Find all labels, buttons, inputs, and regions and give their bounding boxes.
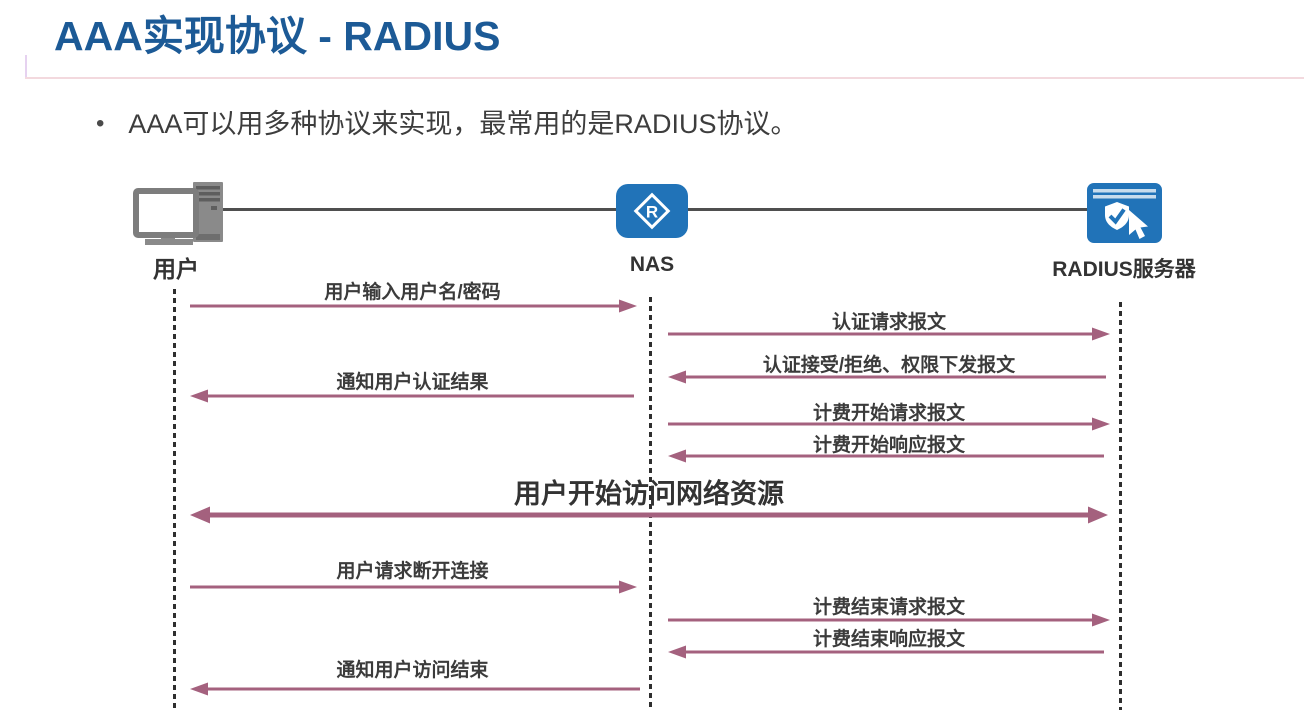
page-title: AAA实现协议 - RADIUS: [54, 13, 501, 59]
msg-label-auth-accept-reject: 认证接受/拒绝、权限下发报文: [762, 355, 1016, 376]
router-letter: R: [646, 203, 658, 222]
msg-label-auth-request: 认证请求报文: [831, 312, 946, 333]
bullet-item: • AAA可以用多种协议来实现，最常用的是RADIUS协议。: [96, 106, 797, 142]
title-rule-tick: [25, 55, 27, 79]
msg-label-user-access-network: 用户开始访问网络资源: [514, 479, 784, 509]
router-icon: R: [616, 184, 688, 243]
bullet-dot: •: [96, 110, 105, 137]
wire-user-nas: [222, 208, 617, 211]
lifeline-nas: [649, 297, 652, 710]
title-underline: [25, 77, 1304, 79]
bullet-text: AAA可以用多种协议来实现，最常用的是RADIUS协议。: [128, 109, 798, 139]
computer-icon: [133, 182, 238, 253]
actor-label-radius: RADIUS服务器: [1052, 258, 1196, 281]
msg-label-notify-access-end: 通知用户访问结束: [336, 660, 489, 681]
msg-label-acct-start-request: 计费开始请求报文: [812, 403, 965, 424]
actor-label-user: 用户: [153, 256, 199, 282]
msg-label-user-credentials: 用户输入用户名/密码: [324, 282, 501, 303]
msg-label-acct-stop-request: 计费结束请求报文: [812, 597, 965, 618]
wire-nas-radius: [687, 208, 1088, 211]
lifeline-radius: [1119, 302, 1122, 710]
auth-server-icon: [1087, 183, 1162, 248]
msg-label-acct-stop-response: 计费结束响应报文: [812, 629, 965, 650]
msg-label-acct-start-response: 计费开始响应报文: [812, 435, 965, 456]
actor-label-nas: NAS: [629, 253, 675, 276]
lifeline-user: [173, 289, 176, 710]
arrowhead-left-11: [190, 682, 208, 696]
msg-label-notify-auth-result: 通知用户认证结果: [336, 372, 489, 393]
msg-label-user-disconnect: 用户请求断开连接: [336, 561, 489, 582]
